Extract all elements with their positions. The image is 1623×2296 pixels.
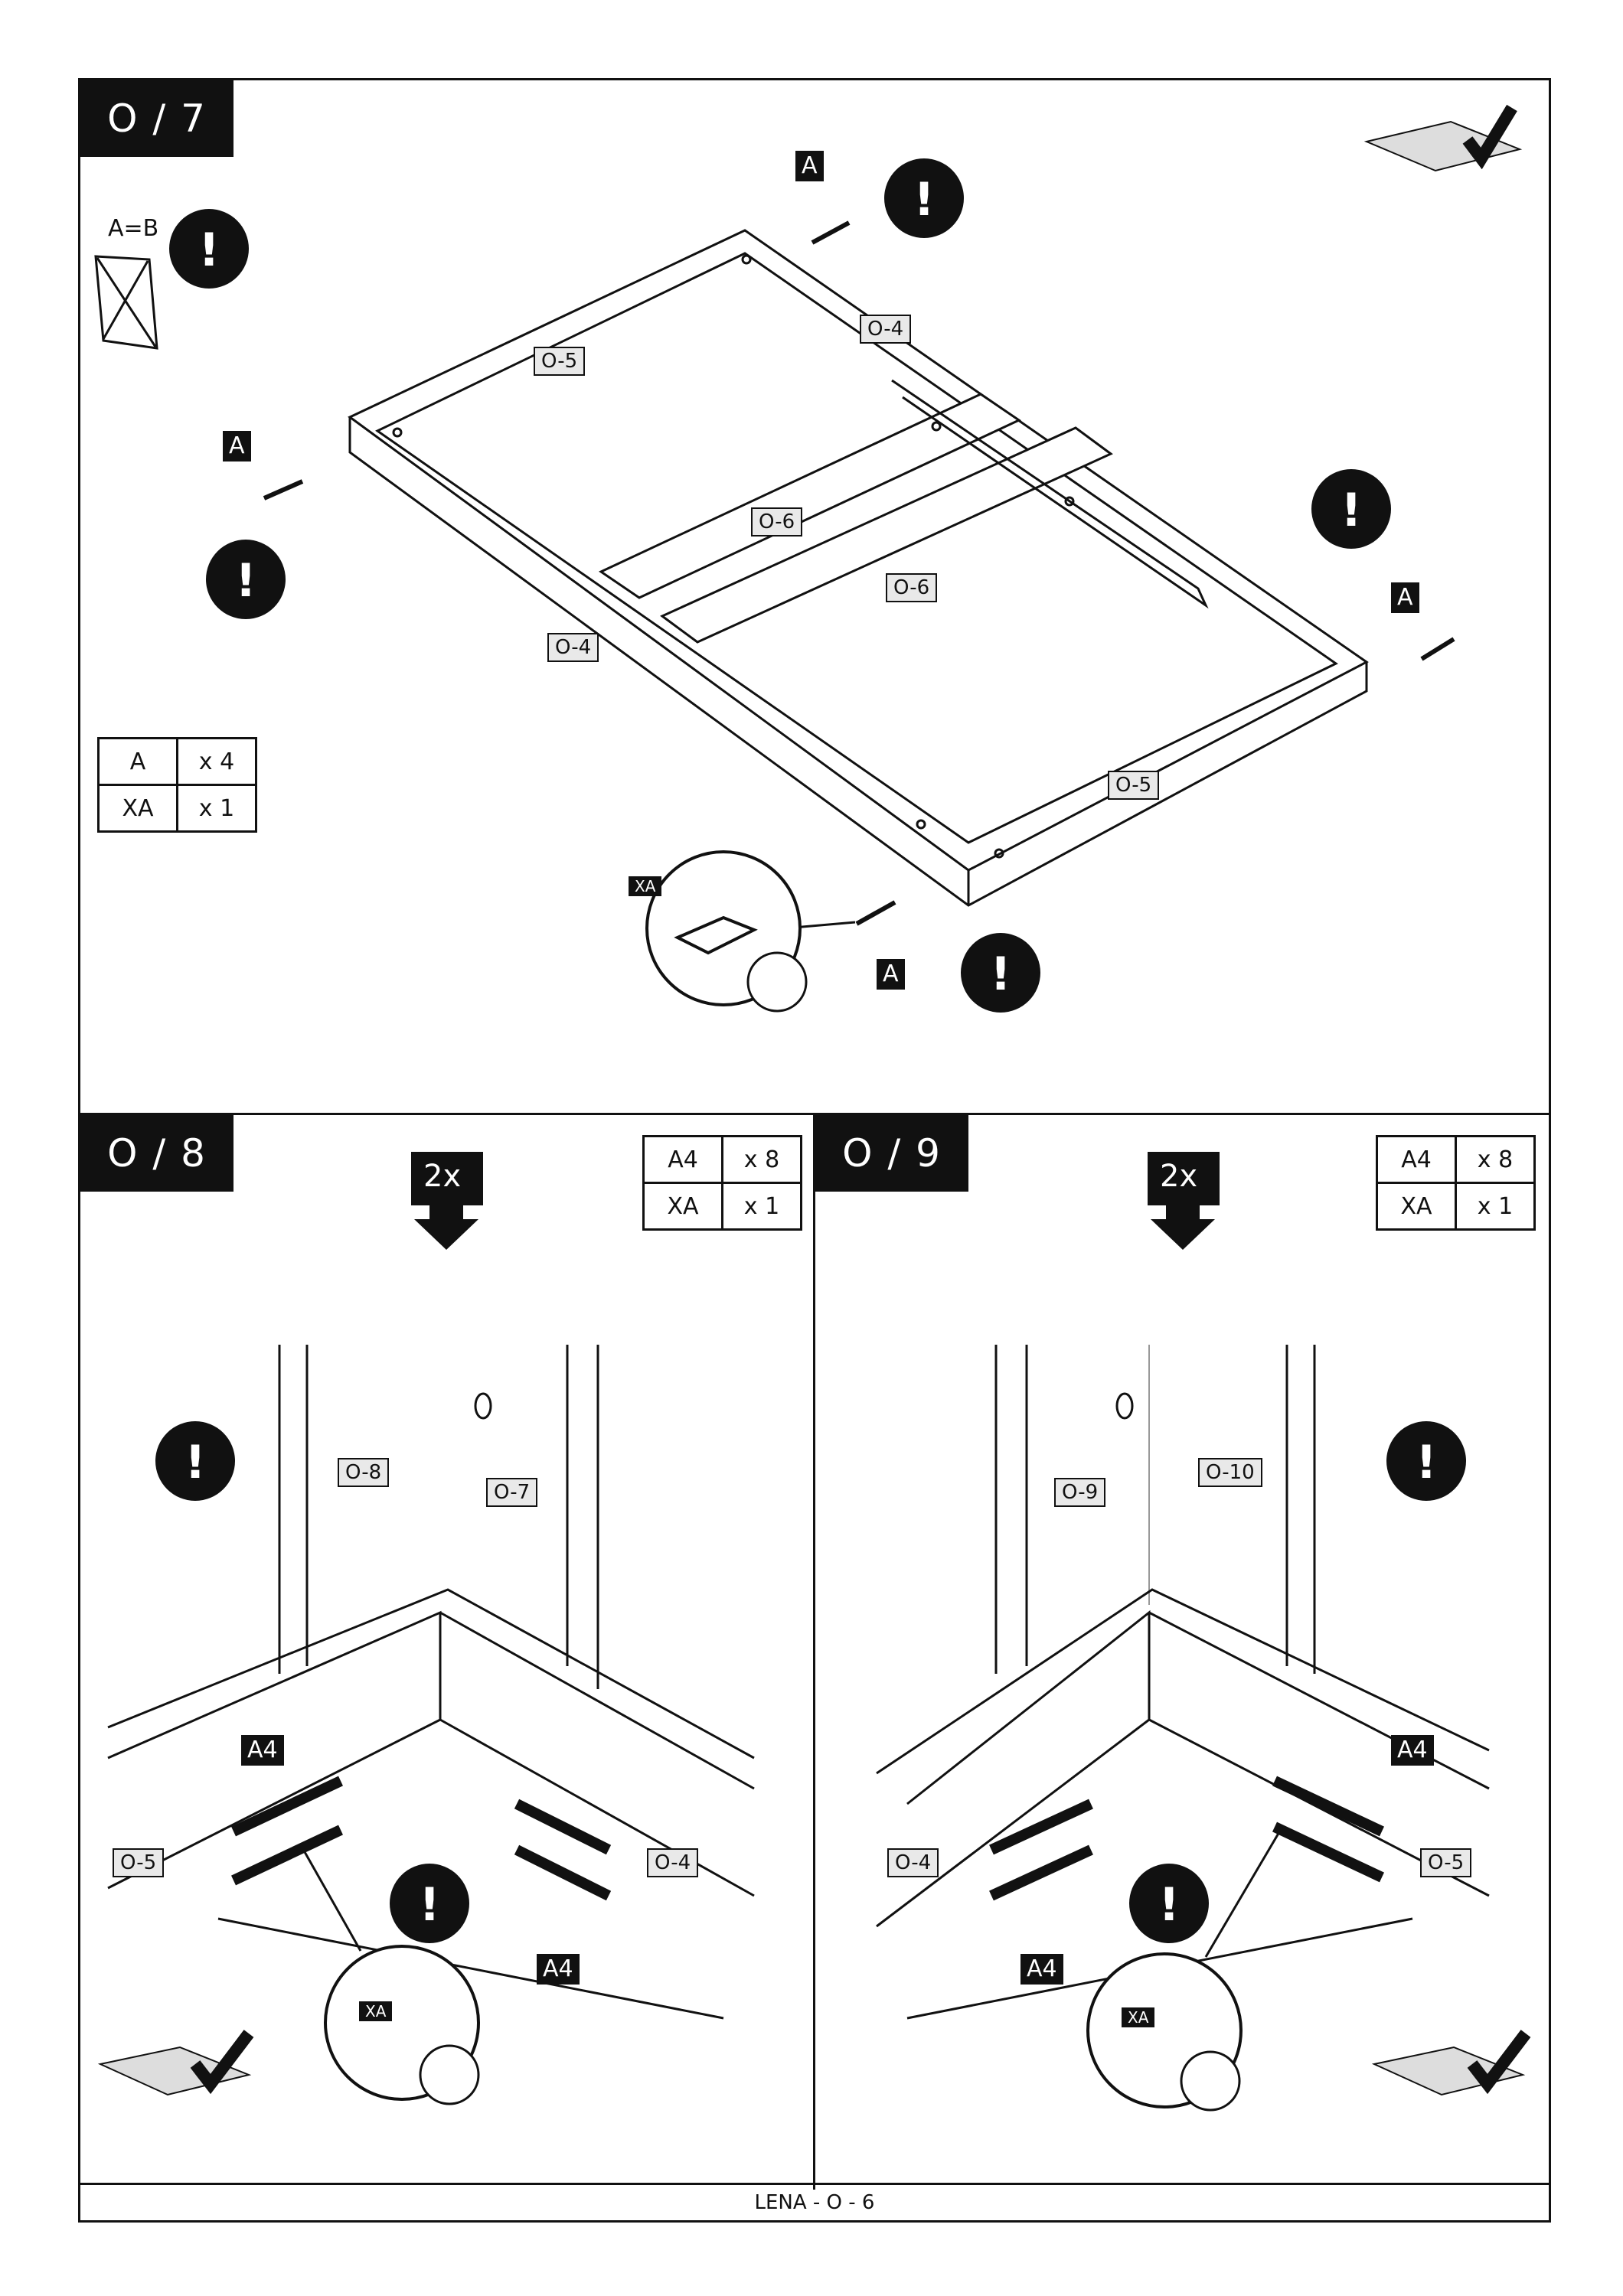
- bolt-tag-right: A: [1391, 582, 1419, 613]
- part-qty: x 8: [721, 1135, 802, 1184]
- corner-dowel-illustration-o8: ! !: [97, 1152, 755, 2105]
- svg-text:!: !: [235, 554, 256, 608]
- part-tag-o9: O-9: [1054, 1478, 1106, 1507]
- instruction-page-frame: O / 7: [78, 78, 1551, 2223]
- repeat-label: 2x: [1160, 1159, 1198, 1194]
- dowel-tag-right: A4: [1391, 1735, 1434, 1766]
- dowel-tag-left: A4: [1020, 1954, 1063, 1985]
- frame-assembly-illustration: !! !! !: [94, 104, 1523, 1013]
- square-label: A=B: [108, 215, 159, 242]
- part-tag-o5-top: O-5: [534, 347, 586, 376]
- part-code: XA: [97, 784, 178, 833]
- svg-text:!: !: [1416, 1436, 1436, 1489]
- step-panel-o7: O / 7: [80, 80, 1549, 1115]
- part-qty: x 4: [176, 737, 257, 786]
- part-code: XA: [1376, 1182, 1457, 1231]
- step-label: O / 8: [80, 1115, 233, 1192]
- part-tag-o6-a: O-6: [751, 507, 803, 536]
- part-tag-o5: O-5: [1420, 1848, 1472, 1877]
- part-tag-o5: O-5: [113, 1848, 165, 1877]
- bolt-tag-bottom: A: [877, 959, 905, 990]
- part-tag-o4-left: O-4: [547, 633, 599, 662]
- part-qty: x 8: [1455, 1135, 1536, 1184]
- floor-protection-check-icon: [97, 2030, 254, 2096]
- svg-text:!: !: [185, 1436, 205, 1489]
- dowel-tag-left: A4: [241, 1735, 284, 1766]
- bolt-tag-left: A: [223, 431, 251, 461]
- tool-tag: XA: [1122, 2007, 1155, 2027]
- part-qty: x 1: [176, 784, 257, 833]
- part-code: A: [97, 737, 178, 786]
- floor-protection-check-icon: [1371, 2030, 1531, 2096]
- part-tag-o10: O-10: [1198, 1458, 1262, 1487]
- svg-text:!: !: [913, 173, 934, 227]
- part-qty: x 1: [1455, 1182, 1536, 1231]
- tool-tag: XA: [359, 2001, 393, 2021]
- svg-text:!: !: [1341, 484, 1361, 537]
- step-panel-o9: O / 9 ! !: [815, 1115, 1549, 2190]
- part-tag-o7: O-7: [486, 1478, 538, 1507]
- part-code: A4: [1376, 1135, 1457, 1184]
- part-tag-o8: O-8: [338, 1458, 390, 1487]
- tool-tag: XA: [629, 876, 662, 896]
- part-tag-o5-bottom: O-5: [1108, 771, 1160, 800]
- corner-dowel-illustration-o9: ! !: [876, 1152, 1531, 2112]
- svg-text:!: !: [419, 1878, 439, 1932]
- floor-protection-check-icon: [1363, 104, 1523, 172]
- step-panel-o8: O / 8 ! !: [80, 1115, 815, 2190]
- part-tag-o4: O-4: [647, 1848, 699, 1877]
- page-footer: LENA - O - 6: [80, 2183, 1549, 2220]
- part-tag-o4-top: O-4: [860, 315, 912, 344]
- svg-text:!: !: [1158, 1878, 1179, 1932]
- dowel-tag-right: A4: [537, 1954, 580, 1985]
- square-check-icon: [94, 255, 158, 350]
- step-label: O / 7: [80, 80, 233, 157]
- svg-text:!: !: [198, 223, 219, 277]
- part-code: A4: [642, 1135, 723, 1184]
- repeat-label: 2x: [423, 1159, 462, 1194]
- part-code: XA: [642, 1182, 723, 1231]
- step-label: O / 9: [815, 1115, 968, 1192]
- bolt-tag-top: A: [795, 151, 824, 181]
- svg-text:!: !: [990, 947, 1011, 1001]
- part-tag-o4: O-4: [887, 1848, 939, 1877]
- part-tag-o6-b: O-6: [886, 573, 938, 602]
- part-qty: x 1: [721, 1182, 802, 1231]
